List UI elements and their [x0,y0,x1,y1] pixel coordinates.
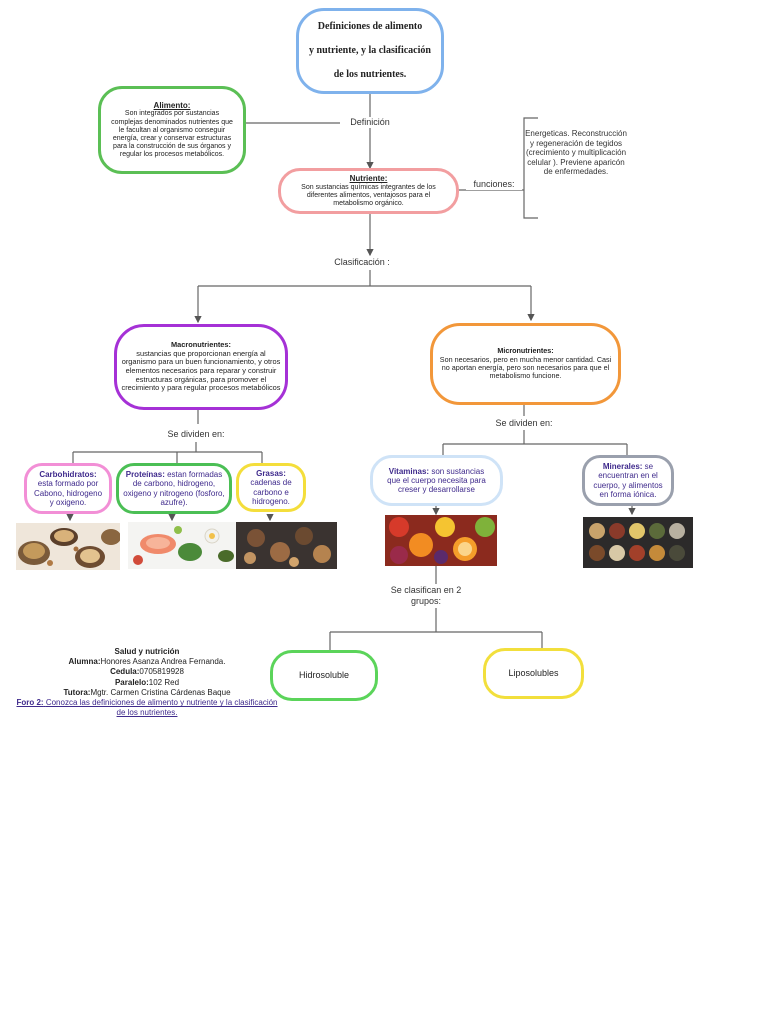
footer-cedula: Cedula:0705819928 [16,667,278,677]
alimento-heading: Alimento: [154,101,191,110]
footer-tutora: Tutora:Mgtr. Carmen Cristina Cárdenas Ba… [16,688,278,698]
title-node: Definiciones de alimento y nutriente, y … [296,8,444,94]
alimento-text: Son integrados por sustancias complejas … [109,110,235,158]
title-line-1: Definiciones de alimento [318,21,422,33]
footer-paralelo: Paralelo:102 Red [16,678,278,688]
alimento-node: Alimento: Son integrados por sustancias … [98,86,246,174]
liposolubles-node: Liposolubles [483,648,584,699]
vitaminas-heading: Vitaminas [389,467,427,476]
nutriente-node: Nutriente: Son sustancias químicas integ… [278,168,459,214]
proteinas-node: Proteínas: estan formadas de carbono, hi… [116,463,232,514]
carbohidratos-heading: Carbohidratos [39,470,94,479]
se-dividen-micro-label: Se dividen en: [484,418,564,429]
footer-info: Salud y nutrición Alumna:Honores Asanza … [16,647,278,719]
grasas-node: Grasas: cadenas de carbono e hidrogeno. [236,463,306,512]
funciones-text: Energeticas. Reconstrucción y regeneraci… [524,129,628,177]
carbohidratos-text: esta formado por Cabono, hidrogeno y oxi… [34,479,102,506]
proteinas-photo [128,522,236,569]
hidrosoluble-node: Hidrosoluble [270,650,378,701]
liposolubles-label: Liposolubles [508,668,558,678]
footer-alumna: Alumna:Honores Asanza Andrea Fernanda. [16,657,278,667]
se-dividen-macro-label: Se dividen en: [156,429,236,440]
footer-foro: Foro 2: Conozca las definiciones de alim… [16,698,278,718]
macro-node: Macronutrientes: sustancias que proporci… [114,324,288,410]
carbohidratos-photo [16,523,120,570]
micro-text: Son necesarios, pero en mucha menor cant… [439,356,612,381]
minerales-heading: Minerales [603,462,640,471]
vitaminas-node: Vitaminas: son sustancias que el cuerpo … [370,455,503,506]
proteinas-heading: Proteínas [126,470,162,479]
definicion-label: Definición [340,117,400,128]
title-line-3: de los nutrientes. [334,69,407,81]
grasas-heading: Grasas [256,469,283,478]
title-line-2: y nutriente, y la clasificación [309,45,431,57]
minerales-photo [583,517,693,568]
grasas-photo [236,522,337,569]
funciones-label: funciones: [466,179,522,190]
hidrosoluble-label: Hidrosoluble [299,670,349,680]
grasas-text: cadenas de carbono e hidrogeno. [250,478,291,505]
carbohidratos-node: Carbohidratos: esta formado por Cabono, … [24,463,112,514]
minerales-node: Minerales: se encuentran en el cuerpo, y… [582,455,674,506]
micro-node: Micronutrientes: Son necesarios, pero en… [430,323,621,405]
vitaminas-photo [385,515,497,566]
macro-text: sustancias que proporcionan energía al o… [121,350,281,393]
nutriente-heading: Nutriente: [350,174,388,183]
footer-course: Salud y nutrición [16,647,278,657]
se-clasifican-label: Se clasifican en 2 grupos: [384,585,468,607]
clasificacion-label: Clasificación : [322,257,402,268]
nutriente-text: Son sustancias químicas integrantes de l… [291,184,446,208]
